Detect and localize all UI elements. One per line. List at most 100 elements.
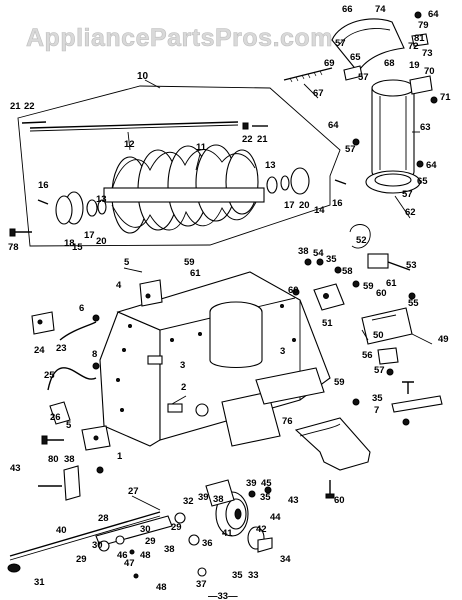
callout-label: 46: [117, 550, 128, 561]
scraper-bar-icon: [352, 381, 443, 426]
callout-label: 38: [298, 246, 309, 257]
callout-label: 58: [342, 266, 353, 277]
callout-label: 78: [8, 242, 19, 253]
callout-label: 60: [376, 288, 387, 299]
callout-label: 18: [64, 238, 75, 249]
callout-label: 61: [386, 278, 397, 289]
callout-label: 2: [181, 382, 186, 393]
callout-label: 80: [48, 454, 59, 465]
callout-label: 48: [140, 550, 151, 561]
callout-label: 57: [335, 38, 346, 49]
callout-label: 67: [313, 88, 324, 99]
leader-lines: [123, 79, 433, 511]
callout-label: 38: [64, 454, 75, 465]
auger-housing-icon: [99, 271, 331, 447]
callout-label: 20: [299, 200, 310, 211]
callout-label: 19: [409, 60, 420, 71]
callout-label: 43: [10, 463, 21, 474]
crank-handle-icon: [7, 511, 200, 579]
callout-label: 5: [124, 257, 130, 268]
callout-label: 70: [424, 66, 435, 77]
callout-label: 40: [56, 525, 67, 536]
callout-label: 5: [66, 420, 72, 431]
callout-label: 35: [232, 570, 243, 581]
callout-label: 23: [56, 343, 67, 354]
callout-label: 53: [406, 260, 417, 271]
auger-icon: [103, 144, 265, 234]
callout-label: 14: [314, 205, 325, 216]
callout-label: 59: [363, 281, 374, 292]
callout-label: 21: [10, 101, 21, 112]
callout-label: 49: [438, 334, 449, 345]
skid-shoe-icon: [294, 417, 371, 499]
callout-label: 10: [137, 71, 149, 82]
callout-label: 57: [358, 72, 369, 83]
callout-label: 29: [76, 554, 87, 565]
callout-label: 41: [222, 528, 233, 539]
callout-label: 15: [72, 242, 83, 253]
pulley-icon: [197, 479, 273, 577]
callout-label: 68: [384, 58, 395, 69]
discharge-chute-icon: [283, 11, 438, 194]
callout-label: 31: [34, 577, 45, 588]
callout-labels: 74 64 66 79 57 81 72 65 73 69 68 19 70 5…: [8, 4, 451, 593]
callout-label: 34: [280, 554, 291, 565]
callout-label: 36: [202, 538, 213, 549]
callout-label: 43: [288, 495, 299, 506]
callout-label: 1: [117, 451, 123, 462]
callout-label: 51: [322, 318, 333, 329]
callout-label: 25: [44, 370, 55, 381]
callout-label: 60: [334, 495, 345, 506]
callout-label: 47: [124, 558, 135, 569]
callout-label: 13: [265, 160, 276, 171]
callout-label: 74: [375, 4, 386, 15]
callout-label: 60: [288, 285, 299, 296]
callout-label: 76: [282, 416, 293, 427]
watermark-text: AppliancePartsPros.com: [26, 24, 333, 52]
callout-label: 30: [140, 524, 151, 535]
callout-label: 35: [260, 492, 271, 503]
callout-label: 8: [92, 349, 97, 360]
callout-label: 22: [242, 134, 253, 145]
callout-label: 3: [180, 360, 185, 371]
callout-label: 44: [270, 512, 281, 523]
callout-label: 54: [313, 248, 324, 259]
callout-label: 21: [257, 134, 268, 145]
callout-label: 16: [332, 198, 343, 209]
callout-label: 28: [98, 513, 109, 524]
callout-label: 16: [38, 180, 49, 191]
callout-label: 65: [350, 52, 361, 63]
callout-label: 7: [374, 405, 379, 416]
page-number: —33—: [208, 591, 238, 600]
callout-label: 32: [183, 496, 194, 507]
callout-label: 59: [184, 257, 195, 268]
callout-label: 59: [334, 377, 345, 388]
callout-label: 38: [164, 544, 175, 555]
gearbox-parts: [292, 224, 416, 376]
callout-label: 39: [198, 492, 209, 503]
callout-label: 55: [408, 298, 419, 309]
callout-label: 6: [79, 303, 84, 314]
callout-label: 20: [96, 236, 107, 247]
callout-label: 64: [328, 120, 339, 131]
callout-label: 35: [372, 393, 383, 404]
callout-label: 56: [362, 350, 373, 361]
callout-label: 26: [50, 412, 61, 423]
linkage-parts: [31, 311, 111, 501]
callout-label: 4: [116, 280, 122, 291]
callout-label: 63: [420, 122, 431, 133]
callout-label: 66: [342, 4, 353, 15]
callout-label: 13: [96, 194, 107, 205]
callout-label: 62: [405, 207, 416, 218]
callout-label: 29: [171, 522, 182, 533]
callout-label: 22: [24, 101, 35, 112]
callout-label: 64: [428, 9, 439, 20]
callout-label: 65: [417, 176, 428, 187]
callout-label: 35: [326, 254, 337, 265]
callout-label: 45: [261, 478, 272, 489]
callout-label: 33: [248, 570, 259, 581]
callout-label: 37: [196, 579, 207, 590]
callout-label: 72: [408, 41, 419, 52]
callout-label: 81: [414, 33, 425, 44]
callout-label: 39: [246, 478, 257, 489]
